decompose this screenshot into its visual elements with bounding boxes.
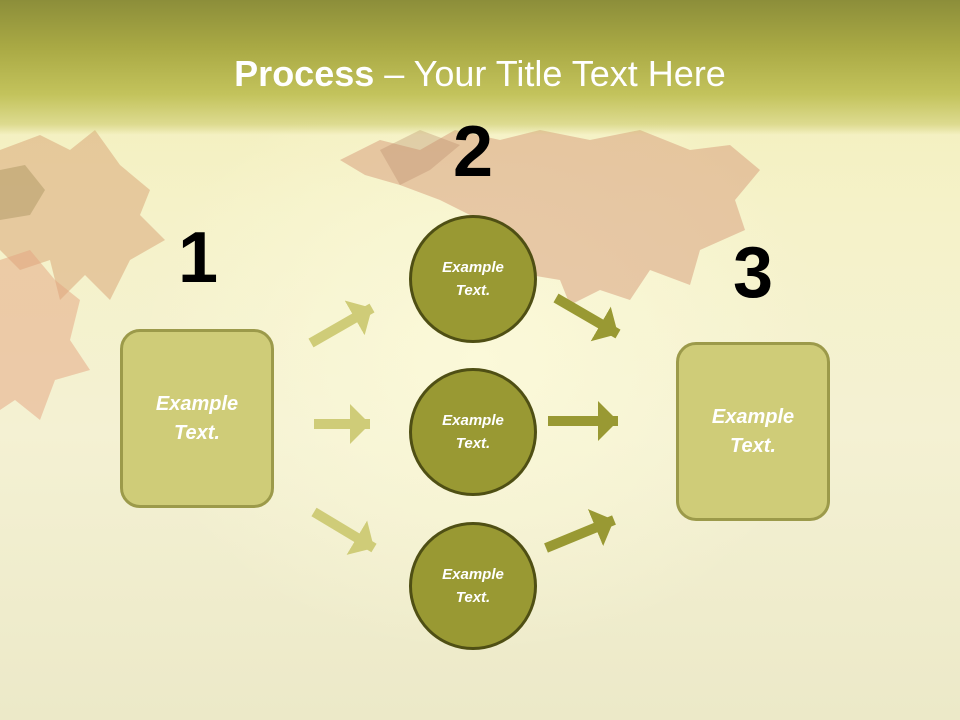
title-bar	[0, 0, 960, 135]
step-number-1: 1	[177, 218, 219, 298]
right-box-text: Example Text.	[711, 405, 795, 457]
process-circle-middle: Example Text.	[409, 368, 537, 496]
process-circle-bottom: Example Text.	[409, 522, 537, 650]
arrow-top-to-right-icon	[553, 293, 621, 342]
right-process-box: Example Text.	[676, 342, 830, 521]
step-number-3: 3	[732, 233, 774, 313]
process-circle-top: Example Text.	[409, 215, 537, 343]
title-rest: – Your Title Text Here	[374, 53, 726, 94]
arrow-left-to-bottom-icon	[311, 507, 377, 555]
slide-title: Process – Your Title Text Here	[0, 50, 960, 98]
arrow-left-to-top-icon	[308, 300, 375, 348]
left-box-text: Example Text.	[155, 392, 239, 444]
title-bold: Process	[234, 53, 375, 94]
step-number-2: 2	[452, 112, 494, 192]
circle-top-text: Example Text.	[442, 259, 504, 299]
left-process-box: Example Text.	[120, 329, 274, 508]
arrow-bottom-to-right-icon	[544, 509, 616, 553]
circle-middle-text: Example Text.	[442, 412, 504, 452]
circle-bottom-text: Example Text.	[442, 566, 504, 606]
